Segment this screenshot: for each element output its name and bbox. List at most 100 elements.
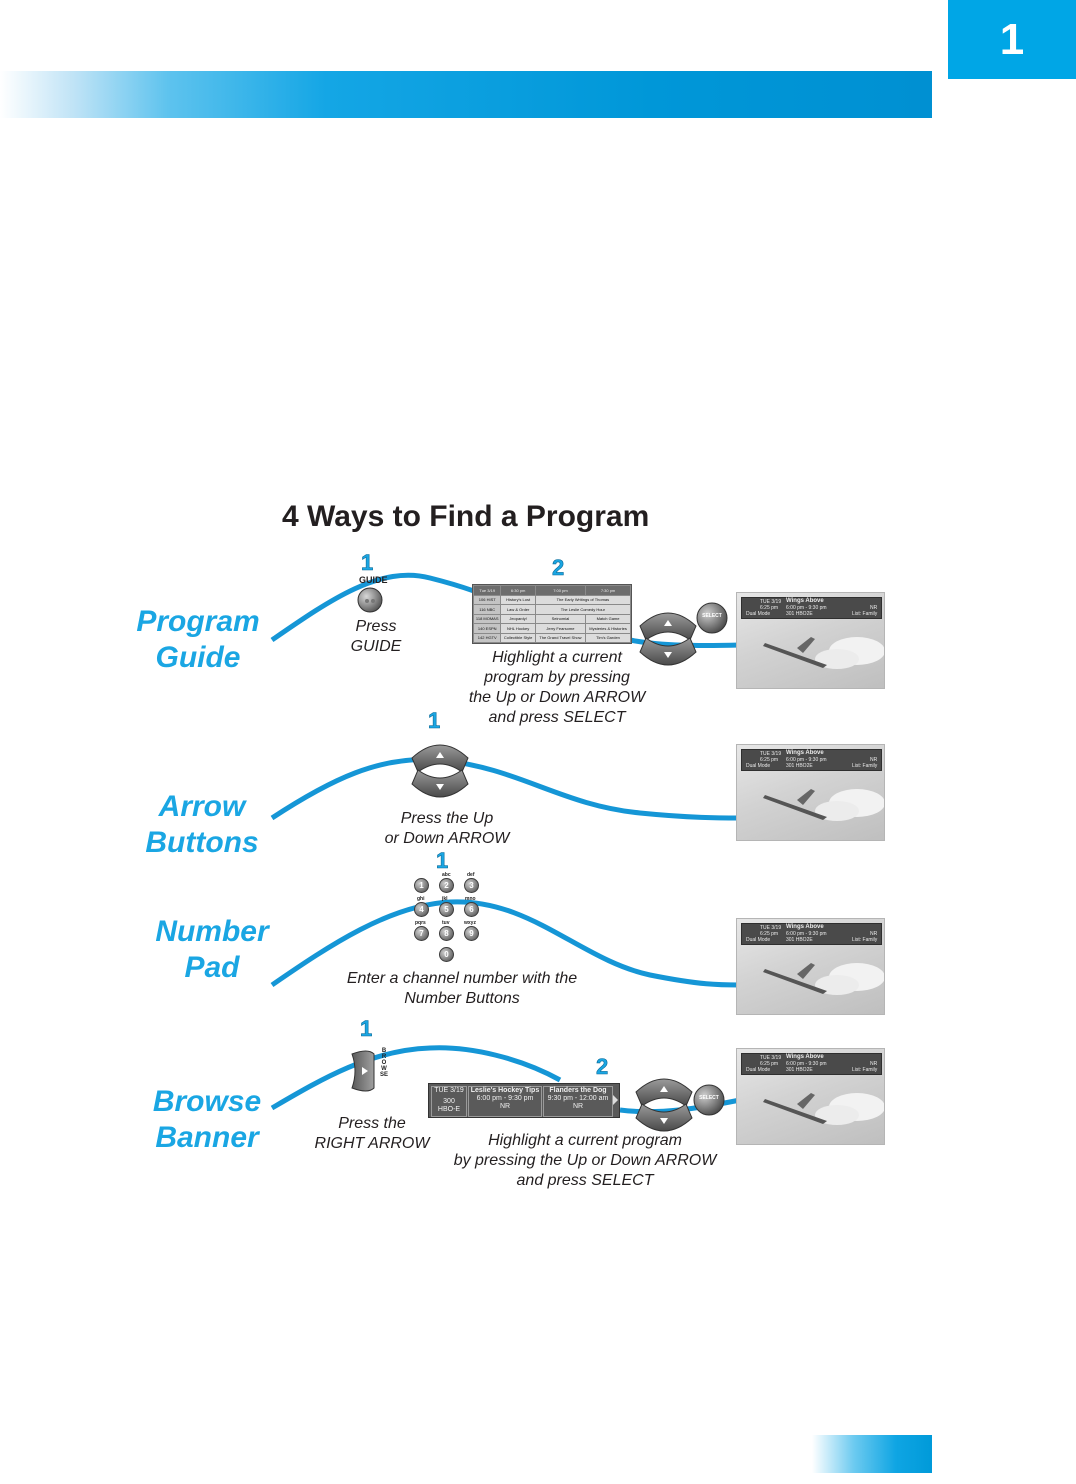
guide-program[interactable]: Seinomial [534, 613, 587, 624]
tv-screen: TUE 3/19 6:25 pm Dual Mode Wings Above 6… [736, 1048, 885, 1145]
browse-program-cell[interactable]: Leslie's Hockey Tips 6:00 pm - 9:30 pm N… [468, 1086, 542, 1117]
guide-button[interactable] [357, 587, 383, 613]
arrow-buttons-step1-number: 1 [428, 708, 441, 734]
up-arrow-icon [639, 612, 697, 641]
down-arrow-button[interactable] [408, 766, 472, 806]
tv-mode: Dual Mode [746, 611, 771, 617]
program-guide-label-line1: Program [136, 605, 260, 638]
select-button-icon [693, 1084, 725, 1116]
key-letters: abc [442, 872, 451, 878]
guide-header-time: 6:30 pm [500, 585, 536, 596]
select-button[interactable]: SELECT [693, 1084, 725, 1116]
browse-program-time: 6:00 pm - 9:30 pm [476, 1095, 534, 1102]
caption-line: Number Buttons [404, 990, 520, 1007]
guide-channel: 118 MOMAS [473, 613, 502, 624]
guide-row[interactable]: 142 HGTV Collectible Style The Grand Tra… [473, 632, 631, 643]
program-guide-grid: Tue 3/19 6:30 pm 7:00 pm 7:30 pm 106 HIS… [472, 584, 632, 644]
caption-line: GUIDE [350, 638, 402, 655]
guide-channel: 142 HGTV [473, 632, 502, 643]
arrow-buttons-caption: Press the Up or Down ARROW [362, 809, 532, 849]
tv-channel: 301 HBO2E [786, 1067, 813, 1073]
key-letters: jkl [442, 896, 448, 902]
browse-banner-label: Browse Banner [122, 1084, 292, 1156]
arrow-buttons-label: Arrow Buttons [117, 789, 287, 861]
number-key-1[interactable]: 1 [414, 878, 429, 893]
browse-program-title: Leslie's Hockey Tips [470, 1087, 540, 1094]
browse-program-title: Flanders the Dog [549, 1087, 607, 1094]
guide-program[interactable]: Collectible Style [500, 632, 536, 643]
guide-program[interactable]: Jerry Fearsome [534, 623, 587, 634]
number-pad-curve [270, 899, 741, 988]
guide-row[interactable]: 118 MOMAS Jeopardy! Seinomial Match Game [473, 613, 631, 624]
guide-header-time: 7:30 pm [585, 585, 631, 596]
browse-banner-label-line2: Banner [155, 1121, 259, 1154]
number-pad: abc def 1 2 3 ghi jkl mno 4 5 6 pqrs tuv… [412, 872, 482, 962]
browse-program-time: 9:30 pm - 12:00 am [547, 1095, 609, 1102]
tv-mode: Dual Mode [746, 1067, 771, 1073]
caption-line: Enter a channel number with the [346, 970, 578, 987]
down-arrow-button[interactable] [632, 1100, 696, 1140]
tv-info-banner: TUE 3/19 6:25 pm Dual Mode Wings Above 6… [741, 749, 882, 771]
guide-program[interactable]: Match Game [585, 613, 631, 624]
tv-program-title: Wings Above [786, 598, 824, 604]
guide-program[interactable]: Law & Order [500, 604, 536, 615]
tv-mode: Dual Mode [746, 937, 771, 943]
browse-banner-step2-caption: Highlight a current program by pressing … [440, 1131, 730, 1191]
browse-program-cell[interactable]: Flanders the Dog 9:30 pm - 12:00 am NR [543, 1086, 613, 1117]
tv-list: List: Family [852, 611, 878, 617]
number-key-0[interactable]: 0 [439, 947, 454, 962]
guide-row[interactable]: 140 ESPN NHL Hockey Jerry Fearsome Myste… [473, 623, 631, 634]
tv-program-title: Wings Above [786, 1054, 824, 1060]
right-arrow-button[interactable] [348, 1046, 378, 1096]
number-key-8[interactable]: 8 [439, 926, 454, 941]
program-guide-label-line2: Guide [155, 641, 241, 674]
guide-program[interactable]: The Grand Travel Show [534, 632, 587, 643]
key-letters: tuv [442, 920, 450, 926]
guide-header-time: 7:00 pm [534, 585, 587, 596]
down-arrow-button[interactable] [636, 634, 700, 674]
guide-button-label: GUIDE [359, 575, 388, 585]
guide-program[interactable]: The Leslie Comedy Hour [534, 604, 631, 615]
caption-line: program by pressing [484, 669, 630, 686]
guide-program[interactable]: The Early Writings of Thomas [534, 594, 631, 605]
number-key-5[interactable]: 5 [439, 902, 454, 917]
browse-program-rating: NR [572, 1103, 584, 1110]
browse-banner-step2-number: 2 [596, 1054, 609, 1080]
caption-line: or Down ARROW [384, 830, 510, 847]
up-arrow-button[interactable] [408, 736, 472, 776]
tv-screen: TUE 3/19 6:25 pm Dual Mode Wings Above 6… [736, 592, 885, 689]
guide-channel: 116 NBC [473, 604, 502, 615]
caption-line: RIGHT ARROW [314, 1135, 430, 1152]
number-key-4[interactable]: 4 [414, 902, 429, 917]
tv-info-banner: TUE 3/19 6:25 pm Dual Mode Wings Above 6… [741, 597, 882, 619]
browse-banner-label-line1: Browse [152, 1085, 262, 1118]
guide-program[interactable]: Mysteries & Histories [585, 623, 631, 634]
caption-line: and press SELECT [516, 1172, 654, 1189]
arrow-buttons-curve [270, 756, 741, 821]
browse-banner-bar: TUE 3/19 300 HBO-E Leslie's Hockey Tips … [428, 1083, 620, 1118]
program-guide-step1-number: 1 [361, 550, 374, 576]
browse-banner-step1-number: 1 [360, 1016, 373, 1042]
program-guide-step2-number: 2 [552, 555, 565, 581]
number-key-3[interactable]: 3 [464, 878, 479, 893]
number-key-6[interactable]: 6 [464, 902, 479, 917]
select-button[interactable]: SELECT [696, 602, 728, 634]
guide-program[interactable]: History's Lost [500, 594, 536, 605]
guide-program[interactable]: Jeopardy! [500, 613, 536, 624]
guide-program[interactable]: Tim's Garden [585, 632, 631, 643]
up-arrow-button[interactable] [632, 1070, 696, 1110]
number-key-7[interactable]: 7 [414, 926, 429, 941]
guide-row[interactable]: 116 NBC Law & Order The Leslie Comedy Ho… [473, 604, 631, 615]
number-key-9[interactable]: 9 [464, 926, 479, 941]
footer-bar [812, 1435, 932, 1473]
number-key-2[interactable]: 2 [439, 878, 454, 893]
guide-row[interactable]: 106 HIST History's Lost The Early Writin… [473, 594, 631, 605]
program-guide-step1-caption: Press GUIDE [336, 617, 416, 657]
chevron-right-icon [613, 1095, 618, 1105]
caption-line: the Up or Down ARROW [468, 689, 646, 706]
caption-line: Highlight a current [492, 649, 622, 666]
guide-program[interactable]: NHL Hockey [500, 623, 536, 634]
up-arrow-button[interactable] [636, 604, 700, 644]
browse-channel-number: 300 [443, 1098, 455, 1105]
